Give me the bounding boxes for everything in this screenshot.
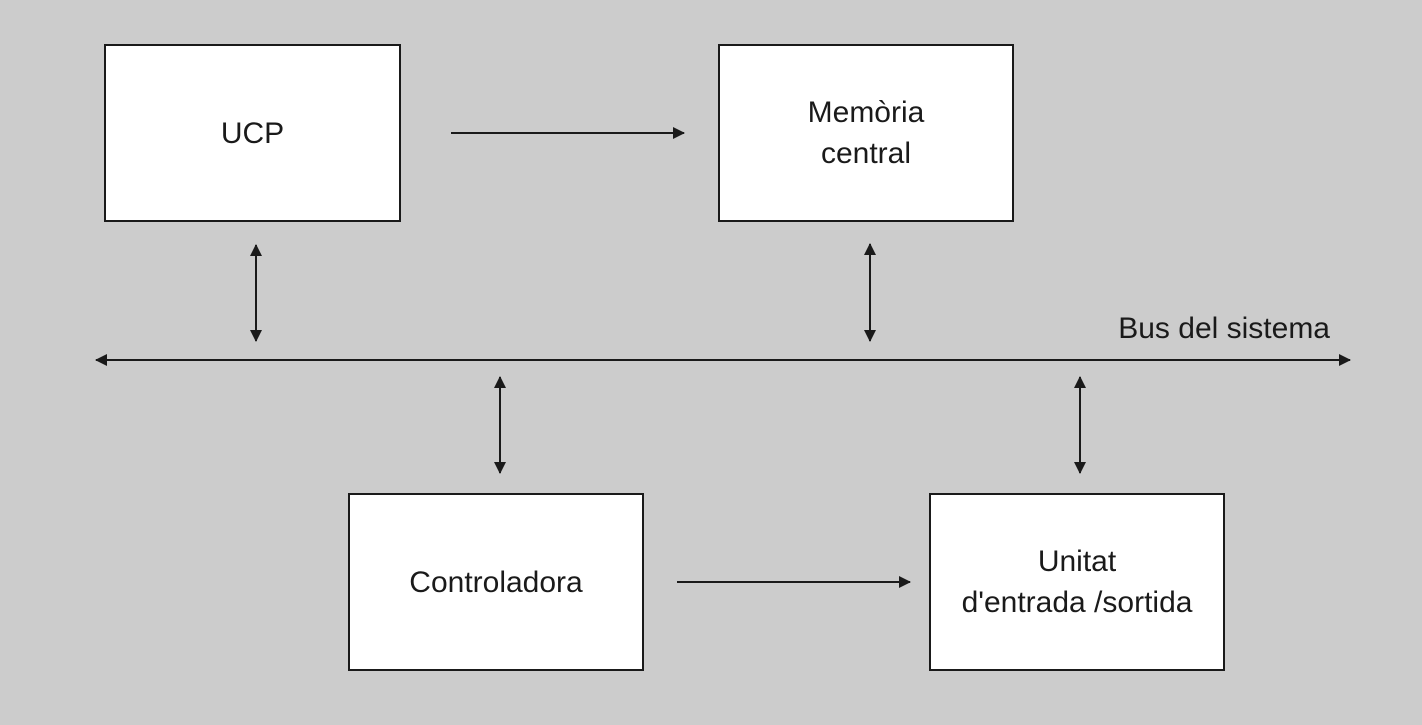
memory-box: Memòria central [718, 44, 1014, 222]
io-unit-label-line2: d'entrada /sortida [961, 586, 1193, 619]
ucp-box: UCP [104, 44, 401, 222]
memory-label-line1: Memòria [807, 96, 925, 129]
io-unit-label-line1: Unitat [1037, 545, 1117, 578]
controller-box: Controladora [348, 493, 644, 671]
controller-label: Controladora [409, 565, 583, 599]
io-unit-box: Unitat d'entrada /sortida [929, 493, 1225, 671]
ucp-label: UCP [220, 116, 285, 150]
system-bus-label: Bus del sistema [1118, 312, 1330, 345]
memory-label-line2: central [820, 137, 912, 170]
